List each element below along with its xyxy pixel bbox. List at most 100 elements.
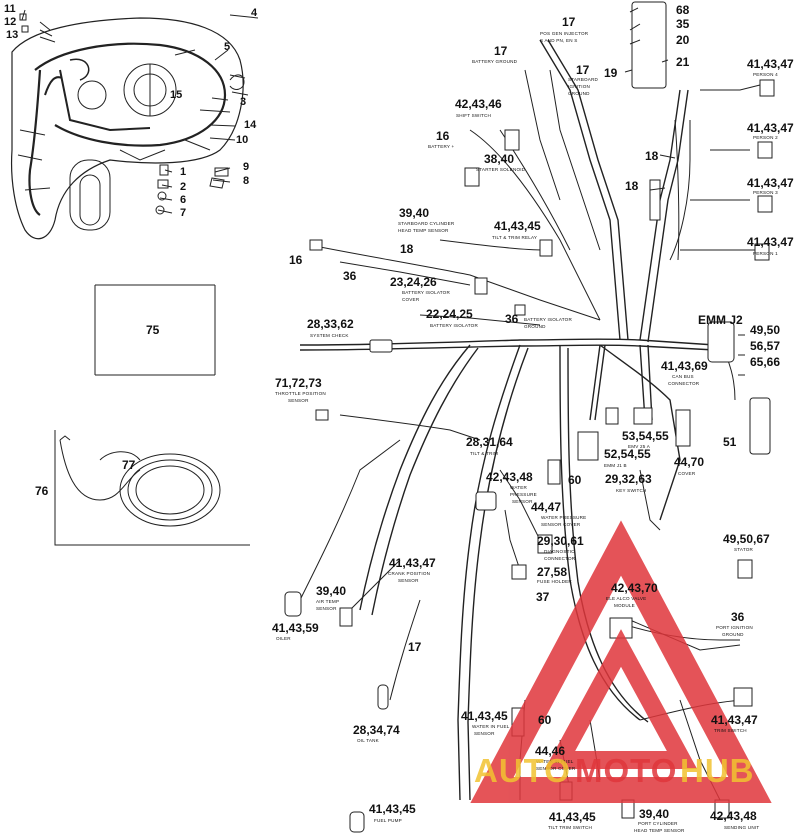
callout-38-40: 38,40 [484, 152, 515, 166]
caption-water-in-fuel: WATER IN FUEL [472, 724, 510, 729]
caption-tps-sensor: SENSOR [288, 398, 309, 403]
callout-17-starboard: 17 [576, 63, 590, 77]
caption-ignition: IGNITION [568, 84, 591, 89]
callout-49-50: 49,50 [750, 323, 781, 337]
callout-36-port: 36 [731, 610, 745, 624]
box-75-frame [94, 284, 216, 376]
watermark-text-auto: AUTO [474, 752, 571, 789]
callout-51: 51 [723, 435, 737, 449]
caption-cover-44: COVER [678, 471, 696, 476]
callout-17-battery-ground: 17 [494, 44, 508, 58]
box-76-frame [54, 430, 250, 546]
callout-10: 10 [236, 134, 249, 146]
callout-12: 12 [4, 16, 17, 28]
caption-port-ignition: PORT IGNITION [716, 625, 753, 630]
caption-tilt-trim-switch: TILT TRIM SWITCH [548, 825, 593, 830]
callout-41-person1: 41,43,47 [747, 235, 794, 249]
callout-41-person3: 41,43,47 [747, 176, 794, 190]
caption-pos-gen-injector: POS GEN INJECTOR [540, 31, 589, 36]
callout-18-a: 18 [645, 149, 659, 163]
caption-ele-alco-valve: ELE ALCO VALVE [606, 596, 647, 601]
caption-throttle-position: THROTTLE POSITION [275, 391, 326, 396]
caption-isolator-ground-2: GROUND [524, 324, 546, 329]
main-harness [299, 39, 716, 801]
callout-41-43-45-tilt: 41,43,45 [494, 219, 541, 233]
caption-can-bus-connector: CONNECTOR [668, 381, 700, 386]
caption-starboard-cylinder: STARBOARD CYLINDER [398, 221, 455, 226]
callout-28-31-64: 28,31,64 [466, 435, 513, 449]
callout-41-43-45-fuelpump: 41,43,45 [369, 802, 416, 816]
callout-13: 13 [6, 29, 19, 41]
callout-41-43-69: 41,43,69 [661, 359, 708, 373]
caption-battery-isolator: BATTERY ISOLATOR [430, 323, 478, 328]
callout-5: 5 [224, 41, 231, 53]
callout-71-72-73: 71,72,73 [275, 376, 322, 390]
caption-module: MODULE [614, 603, 635, 608]
callout-42-43-46: 42,43,46 [455, 97, 502, 111]
caption-port-cylinder: PORT CYLINDER [638, 821, 678, 826]
callout-18-b: 18 [625, 179, 639, 193]
caption-water-pressure-3: SENSOR [512, 499, 533, 504]
caption-water-fuel-cover: WATER IN FUEL [536, 759, 574, 764]
caption-fuel-pump: FUEL PUMP [374, 818, 402, 823]
callout-36-b: 36 [505, 312, 519, 326]
caption-tilt-trim: TILT & TRIM [470, 451, 498, 456]
caption-key-switch: KEY SWITCH [616, 488, 647, 493]
caption-diagnostic-connector: CONNECTOR [544, 556, 576, 561]
callout-65-66: 65,66 [750, 355, 781, 369]
caption-emm-j1b: EMM J1 B [604, 463, 627, 468]
callout-60-a: 60 [568, 473, 582, 487]
caption-wp-sensor-cover-2: SENSOR COVER [541, 522, 581, 527]
callout-28-34-74: 28,34,74 [353, 723, 400, 737]
caption-air-temp-sensor: SENSOR [316, 606, 337, 611]
caption-crank-sensor: SENSOR [398, 578, 419, 583]
box-label-75: 75 [146, 323, 160, 337]
callout-22-24-25: 22,24,25 [426, 307, 473, 321]
callout-16-battery: 16 [436, 129, 450, 143]
callout-41-43-45-water: 41,43,45 [461, 709, 508, 723]
caption-starboard: STARBOARD [568, 77, 599, 82]
callout-53-54-55: 53,54,55 [622, 429, 669, 443]
callout-23-24-26: 23,24,26 [390, 275, 437, 289]
callout-41-43-45-tilt-switch: 41,43,45 [549, 810, 596, 824]
watermark-logo [470, 520, 772, 803]
caption-battery-isolator-ground: BATTERY ISOLATOR [524, 317, 572, 322]
callout-39-40-air: 39,40 [316, 584, 347, 598]
caption-sending-unit: SENDING UNIT [724, 825, 760, 830]
callout-41-43-59: 41,43,59 [272, 621, 319, 635]
caption-person4: PERSON 4 [753, 72, 778, 77]
callout-11: 11 [4, 3, 16, 15]
caption-water-fuel-cover-2: SENSOR COVER [536, 766, 576, 771]
caption-battery-ground: BATTERY GROUND [472, 59, 518, 64]
callout-1: 1 [180, 166, 187, 178]
caption-trim-switch: TRIM SWITCH [714, 728, 747, 733]
caption-pos-gen-injector-2: S AND PN, EN S [540, 38, 578, 43]
callout-52-54-55: 52,54,55 [604, 447, 651, 461]
watermark-text-moto: MOTO [575, 752, 678, 789]
callout-49-50-67: 49,50,67 [723, 532, 770, 546]
callout-21: 21 [676, 55, 690, 69]
caption-oil-tank: OIL TANK [357, 738, 379, 743]
caption-water-pressure-sensor: WATER [510, 485, 528, 490]
callout-2: 2 [180, 181, 187, 193]
callout-29-32-63: 29,32,63 [605, 472, 652, 486]
caption-can-bus: CAN BUS [672, 374, 694, 379]
callout-6: 6 [180, 194, 187, 206]
callout-42-43-48: 42,43,48 [486, 470, 533, 484]
leader-lines [624, 7, 745, 376]
callout-56-57: 56,57 [750, 339, 781, 353]
caption-battery-plus: BATTERY + [428, 144, 455, 149]
caption-diagnostic: DIAGNOSTIC [544, 549, 575, 554]
callout-41-43-47-crank: 41,43,47 [389, 556, 436, 570]
caption-crank-position: CRANK POSITION [388, 571, 431, 576]
caption-port-ignition-ground: GROUND [722, 632, 744, 637]
callout-16-side: 16 [289, 253, 303, 267]
callout-17-oil: 17 [408, 640, 422, 654]
caption-water-pressure-2: PRESSURE [510, 492, 537, 497]
callout-7: 7 [180, 207, 187, 219]
caption-system-check: SYSTEM CHECK [310, 333, 349, 338]
callout-60-b: 60 [538, 713, 552, 727]
callout-37: 37 [536, 590, 550, 604]
caption-cover: COVER [402, 297, 420, 302]
